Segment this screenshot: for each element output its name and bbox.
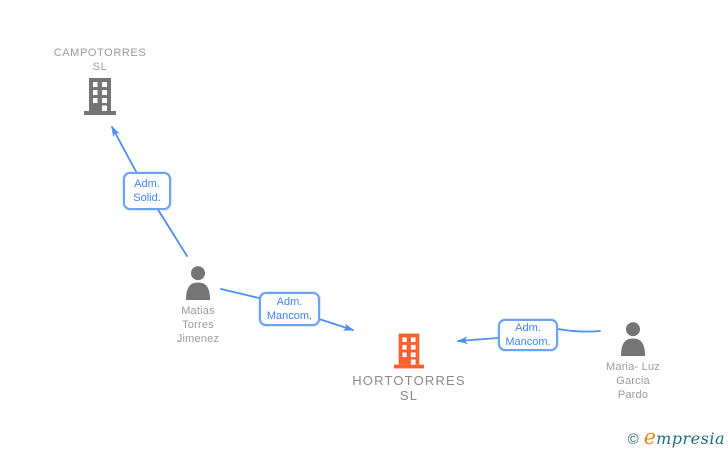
person-name-line: Matias [181, 305, 215, 317]
edge-label-line: Mancom. [266, 310, 313, 322]
edge-label-adm-mancom-right: Adm. Mancom. [498, 319, 558, 351]
brand-name: mpresia [656, 429, 725, 448]
company-name-line: HORTOTORRES [352, 373, 466, 388]
person-name-line: Garcia [616, 375, 650, 387]
company-name-line: SL [399, 388, 419, 403]
company-name-line: CAMPOTORRES [53, 47, 147, 59]
company-node-hortotorres[interactable]: HORTOTORRES SL [339, 333, 479, 403]
empresia-logo[interactable]: © e mpresia [627, 425, 725, 449]
building-icon [84, 78, 116, 115]
edge-line-label-to-hortotorres-right [456, 336, 499, 344]
brand-initial: e [643, 425, 657, 449]
copyright-icon: © [627, 431, 639, 448]
edge-line-maria-to-label [557, 328, 601, 333]
person-name-line: Jimenez [176, 333, 220, 345]
person-icon [621, 322, 645, 356]
building-icon [393, 333, 425, 369]
edge-label-line: Adm. [134, 178, 160, 190]
person-node-matias[interactable]: Matias Torres Jimenez [138, 266, 258, 346]
edge-label-adm-mancom-left: Adm. Mancom. [259, 292, 320, 326]
edge-line-matias-to-label [220, 288, 264, 300]
edge-line-label-to-hortotorres [315, 317, 355, 331]
company-name-line: SL [92, 61, 108, 73]
company-node-campotorres[interactable]: CAMPOTORRES SL [40, 46, 160, 115]
edge-label-line: Solid. [133, 192, 161, 204]
person-name-line: Torres [182, 319, 214, 331]
edge-label-line: Mancom. [505, 336, 551, 348]
edge-label-adm-solid: Adm. Solid. [123, 172, 171, 210]
person-name-line: Pardo [617, 389, 649, 401]
person-name-line: Maria- Luz [606, 361, 660, 373]
edge-label-line: Adm. [276, 296, 303, 308]
person-node-maria[interactable]: Maria- Luz Garcia Pardo [573, 322, 693, 402]
edge-label-line: Adm. [515, 322, 541, 334]
person-icon [186, 266, 210, 300]
